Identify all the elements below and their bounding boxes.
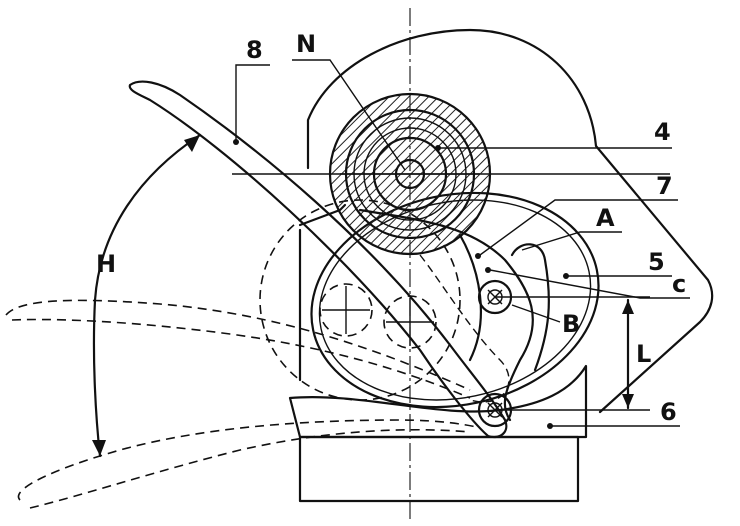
dashed-link	[419, 254, 510, 403]
pivot-b	[477, 279, 513, 315]
angle-arc-h	[92, 133, 202, 458]
label-5: 5	[648, 248, 665, 276]
arc-h-arrow-bottom	[92, 440, 106, 456]
handle-dashed-position	[5, 299, 471, 399]
pivot-b-cross-2	[487, 289, 503, 305]
leader-c	[489, 269, 690, 299]
dot-c	[485, 267, 491, 273]
leader-b	[511, 304, 561, 323]
pivot-b-inner	[487, 289, 503, 305]
label-8: 8	[246, 36, 263, 64]
label-7: 7	[656, 172, 673, 200]
dot-5	[563, 273, 569, 279]
label-b: B	[562, 310, 580, 338]
handle-8-solid	[128, 80, 508, 439]
leader-8	[235, 64, 270, 140]
leader-a	[521, 231, 622, 251]
pivot-bottom	[477, 392, 513, 428]
label-h: H	[96, 250, 116, 278]
pivot-bottom-cross-2	[487, 402, 503, 418]
leader-7	[479, 199, 678, 256]
dot-4	[435, 145, 441, 151]
housing-outline	[306, 28, 714, 414]
dot-6	[547, 423, 553, 429]
handle-dashed-lower	[17, 419, 481, 509]
base-block	[298, 435, 580, 503]
cam-slot-a	[510, 243, 550, 372]
arc-h-arrow-top	[184, 135, 200, 152]
label-n: N	[296, 30, 316, 58]
dot-7	[475, 253, 481, 259]
leader-n	[292, 59, 406, 171]
dim-l-arrow-top	[622, 300, 634, 314]
label-6: 6	[660, 398, 677, 426]
label-c: c	[672, 270, 686, 298]
label-4: 4	[654, 118, 671, 146]
dot-8	[233, 139, 239, 145]
dim-l-arrow-bottom	[622, 394, 634, 408]
label-l: L	[636, 340, 651, 368]
label-a: A	[596, 204, 615, 232]
